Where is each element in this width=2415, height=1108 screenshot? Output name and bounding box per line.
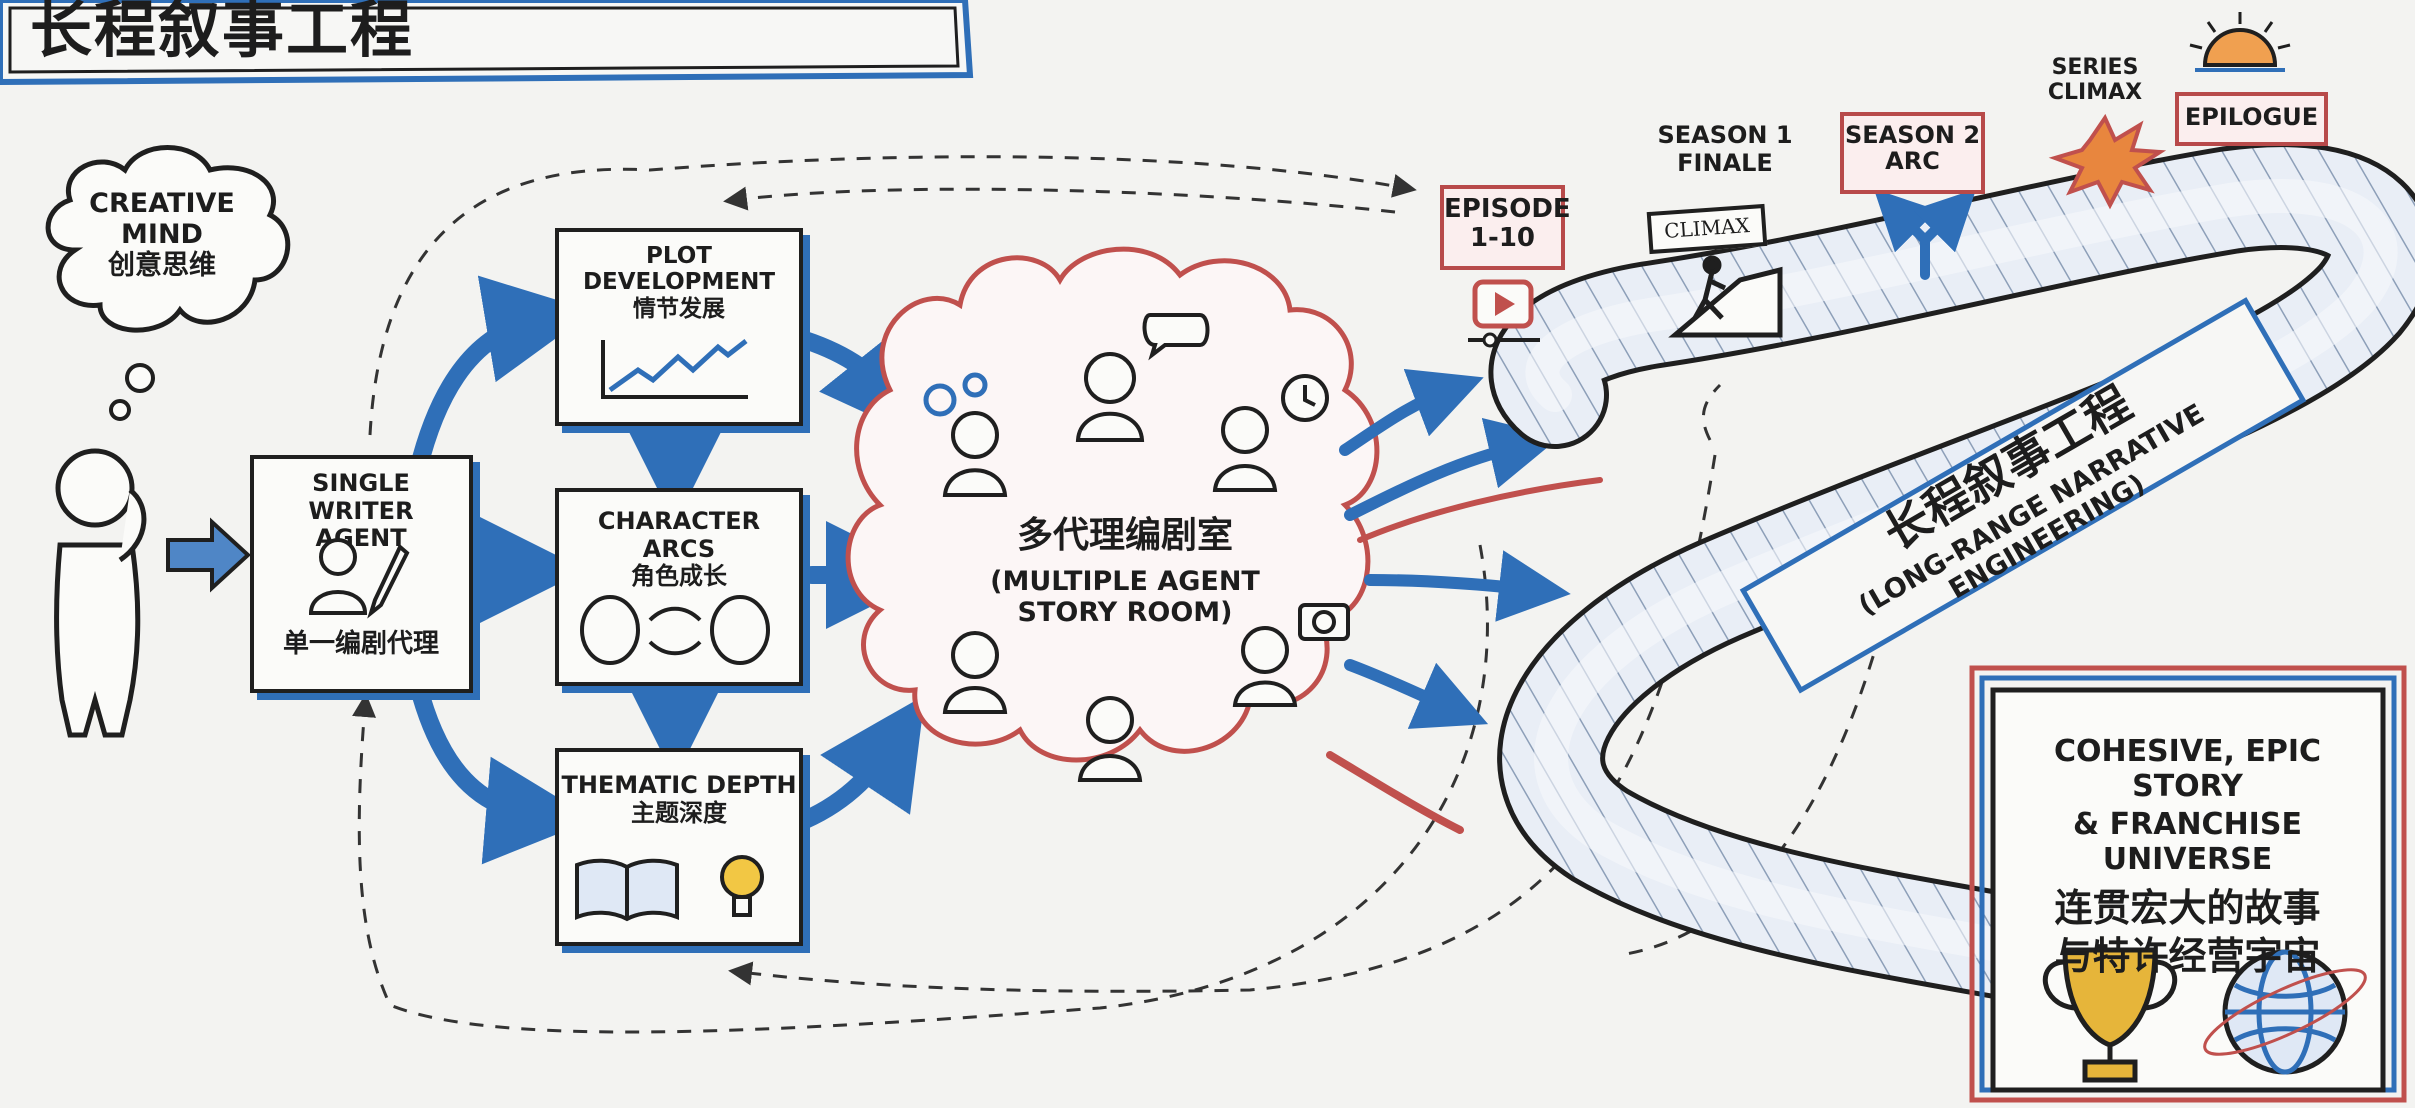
sunrise-icon xyxy=(2189,12,2291,72)
single-writer-cn-label: 单一编剧代理 xyxy=(282,629,439,659)
gear-icon xyxy=(923,372,988,417)
character-line2: 角色成长 xyxy=(631,562,727,591)
outcome-line3: 连贯宏大的故事 xyxy=(2054,886,2321,930)
climax-sign: CLIMAX xyxy=(1646,203,1768,255)
plot-line1: PLOT xyxy=(646,243,712,269)
story-room-en1: (MULTIPLE AGENT xyxy=(990,566,1260,598)
agent-people-icons xyxy=(942,352,1298,782)
character-label: CHARACTER ARCS 角色成长 xyxy=(559,507,799,591)
clock-icon xyxy=(1281,374,1329,422)
play-icon xyxy=(1468,279,1540,348)
season2-line1: SEASON 2 xyxy=(1844,121,1981,149)
season2-line2: ARC xyxy=(1885,147,1940,176)
thought-cloud-icon xyxy=(45,145,291,421)
creative-mind-line3: 创意思维 xyxy=(108,250,216,282)
thematic-label: THEMATIC DEPTH 主题深度 xyxy=(559,771,799,827)
thematic-line2: 主题深度 xyxy=(631,798,727,827)
story-room-label: 多代理编剧室 (MULTIPLE AGENT STORY ROOM) xyxy=(925,515,1325,628)
series-line2: CLIMAX xyxy=(2047,80,2143,106)
cloud-to-road-arrows xyxy=(1326,368,1603,834)
series-climax-label: SERIES CLIMAX xyxy=(2030,55,2160,106)
fork-arrow-icon xyxy=(1873,188,1977,280)
climbing-person-icon xyxy=(1668,255,1783,338)
plot-line2: DEVELOPMENT xyxy=(582,269,776,296)
season1-line2: FINALE xyxy=(1677,148,1773,177)
trend-chart-icon xyxy=(601,339,748,399)
creative-mind-line2: MIND xyxy=(121,219,203,251)
story-room-en2: STORY ROOM) xyxy=(1017,597,1233,629)
lightbulb-icon xyxy=(720,855,764,917)
writer-branch-arrows xyxy=(409,275,934,865)
character-line1: CHARACTER ARCS xyxy=(597,507,761,563)
character-faces-icon xyxy=(580,595,770,665)
single-writer-agent-card xyxy=(250,455,473,693)
creative-mind-line1: CREATIVE xyxy=(89,188,235,219)
plot-development-card xyxy=(555,228,803,426)
title-banner xyxy=(0,0,974,86)
season1-label: SEASON 1 FINALE xyxy=(1650,121,1800,177)
outcome-label: COHESIVE, EPIC STORY & FRANCHISE UNIVERS… xyxy=(1995,734,2380,978)
page-title: 长程叙事工程 xyxy=(30,0,415,66)
outcome-line1: COHESIVE, EPIC STORY xyxy=(2053,734,2322,804)
arrow-to-writer xyxy=(166,517,251,593)
season1-line1: SEASON 1 xyxy=(1657,121,1793,149)
series-line1: SERIES xyxy=(2051,55,2139,80)
single-writer-line1: SINGLE WRITER xyxy=(308,469,414,525)
plot-line3: 情节发展 xyxy=(633,295,725,322)
outcome-line4: 与特许经营宇宙 xyxy=(2054,933,2321,978)
single-writer-label: SINGLE WRITER AGENT xyxy=(256,469,466,553)
epilogue-banner: EPILOGUE xyxy=(2175,92,2328,146)
trophy-icon xyxy=(2042,947,2178,1083)
thematic-line1: THEMATIC DEPTH xyxy=(561,771,797,799)
road-title-banner xyxy=(1739,297,2307,694)
feedback-loops xyxy=(352,155,1907,1034)
user-pen-icon xyxy=(308,538,410,619)
plot-label: PLOT DEVELOPMENT 情节发展 xyxy=(559,243,799,322)
explosion-icon xyxy=(2048,113,2167,210)
chat-bubble-icon xyxy=(1142,313,1210,361)
episode-line2: 1-10 xyxy=(1469,222,1536,253)
season2-banner: SEASON 2 ARC xyxy=(1840,112,1985,194)
creative-mind-label: CREATIVE MIND 创意思维 xyxy=(62,188,262,281)
episode-line1: EPISODE xyxy=(1444,194,1571,224)
story-room-cn: 多代理编剧室 xyxy=(1016,515,1233,556)
story-room-cloud xyxy=(845,246,1380,763)
globe-icon xyxy=(2203,949,2367,1075)
camera-icon xyxy=(1298,603,1350,641)
thinking-person-icon xyxy=(53,448,147,738)
outcome-line2: & FRANCHISE UNIVERSE xyxy=(2073,807,2302,877)
episode-banner: EPISODE 1-10 xyxy=(1440,185,1571,270)
book-icon xyxy=(575,858,679,922)
